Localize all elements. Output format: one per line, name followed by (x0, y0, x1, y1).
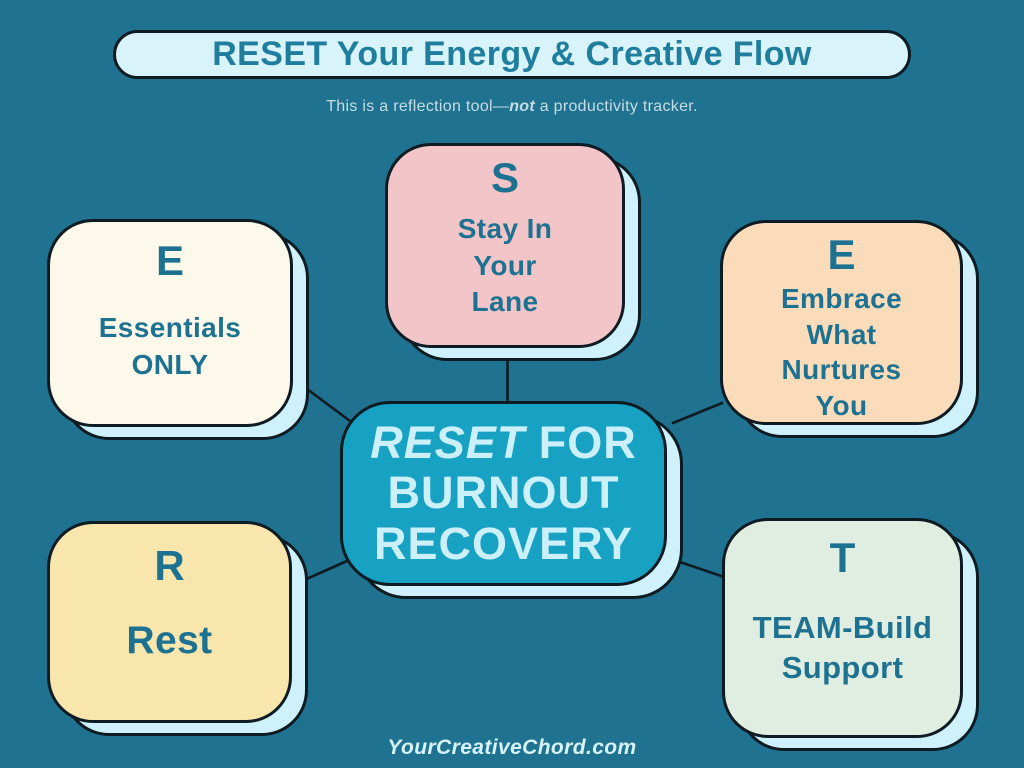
center-title-rest: FOR (525, 416, 637, 468)
card-face: E Embrace What Nurtures You (720, 220, 963, 425)
node-rest: R Rest (47, 521, 308, 736)
subtitle-text-after: a productivity tracker. (534, 98, 698, 115)
phrase-line: Rest (126, 619, 213, 663)
node-phrase: TEAM-Build Support (753, 608, 933, 689)
title-banner: RESET Your Energy & Creative Flow (113, 30, 911, 79)
card-face: T TEAM-Build Support (722, 518, 963, 738)
phrase-line: Support (781, 650, 904, 686)
phrase-line: Lane (471, 285, 539, 317)
phrase-line: Embrace (780, 283, 903, 315)
footer: YourCreativeChord.com (0, 736, 1024, 760)
center-line-1: RESET FOR (370, 416, 637, 468)
node-center-reset-for-burnout-recovery: RESET FOR BURNOUT RECOVERY (340, 401, 683, 599)
phrase-line: Stay In (457, 213, 553, 245)
phrase-line: Nurtures (781, 354, 902, 386)
connector-left (301, 384, 352, 423)
node-phrase: Embrace What Nurtures You (781, 281, 902, 423)
node-phrase: Stay In Your Lane (458, 211, 553, 320)
connector-bottom-left (300, 559, 349, 583)
phrase-line: Your (473, 249, 537, 281)
card-face: S Stay In Your Lane (385, 143, 625, 348)
phrase-line: ONLY (131, 348, 209, 380)
node-phrase: Rest (126, 616, 212, 667)
phrase-line: What (806, 318, 877, 350)
phrase-line: Essentials (98, 312, 242, 344)
node-stay-in-your-lane: S Stay In Your Lane (385, 143, 641, 361)
page-title: RESET Your Energy & Creative Flow (212, 35, 812, 73)
center-line-3: RECOVERY (374, 517, 633, 569)
node-team-build-support: T TEAM-Build Support (722, 518, 979, 751)
subtitle: This is a reflection tool—not a producti… (0, 98, 1024, 116)
center-line-2: BURNOUT (387, 467, 620, 519)
card-face: E Essentials ONLY (47, 219, 293, 427)
connector-bottom-right (675, 559, 726, 579)
node-letter: E (155, 237, 184, 284)
center-title: RESET FOR BURNOUT RECOVERY (370, 416, 637, 569)
card-face: RESET FOR BURNOUT RECOVERY (340, 401, 667, 586)
node-letter: S (490, 154, 519, 201)
node-letter: R (154, 542, 185, 589)
node-essentials-only: E Essentials ONLY (47, 219, 309, 440)
footer-site-text: YourCreativeChord.com (387, 736, 637, 759)
node-phrase: Essentials ONLY (99, 310, 242, 383)
connector-right (671, 401, 724, 425)
center-title-italic: RESET (370, 416, 526, 468)
node-embrace-what-nurtures-you: E Embrace What Nurtures You (720, 220, 979, 438)
subtitle-text-before: This is a reflection tool— (326, 98, 510, 115)
card-face: R Rest (47, 521, 292, 723)
phrase-line: You (815, 389, 868, 421)
phrase-line: TEAM-Build (752, 610, 933, 646)
node-letter: E (827, 231, 856, 278)
subtitle-emphasis: not (509, 98, 535, 115)
node-letter: T (829, 534, 856, 581)
